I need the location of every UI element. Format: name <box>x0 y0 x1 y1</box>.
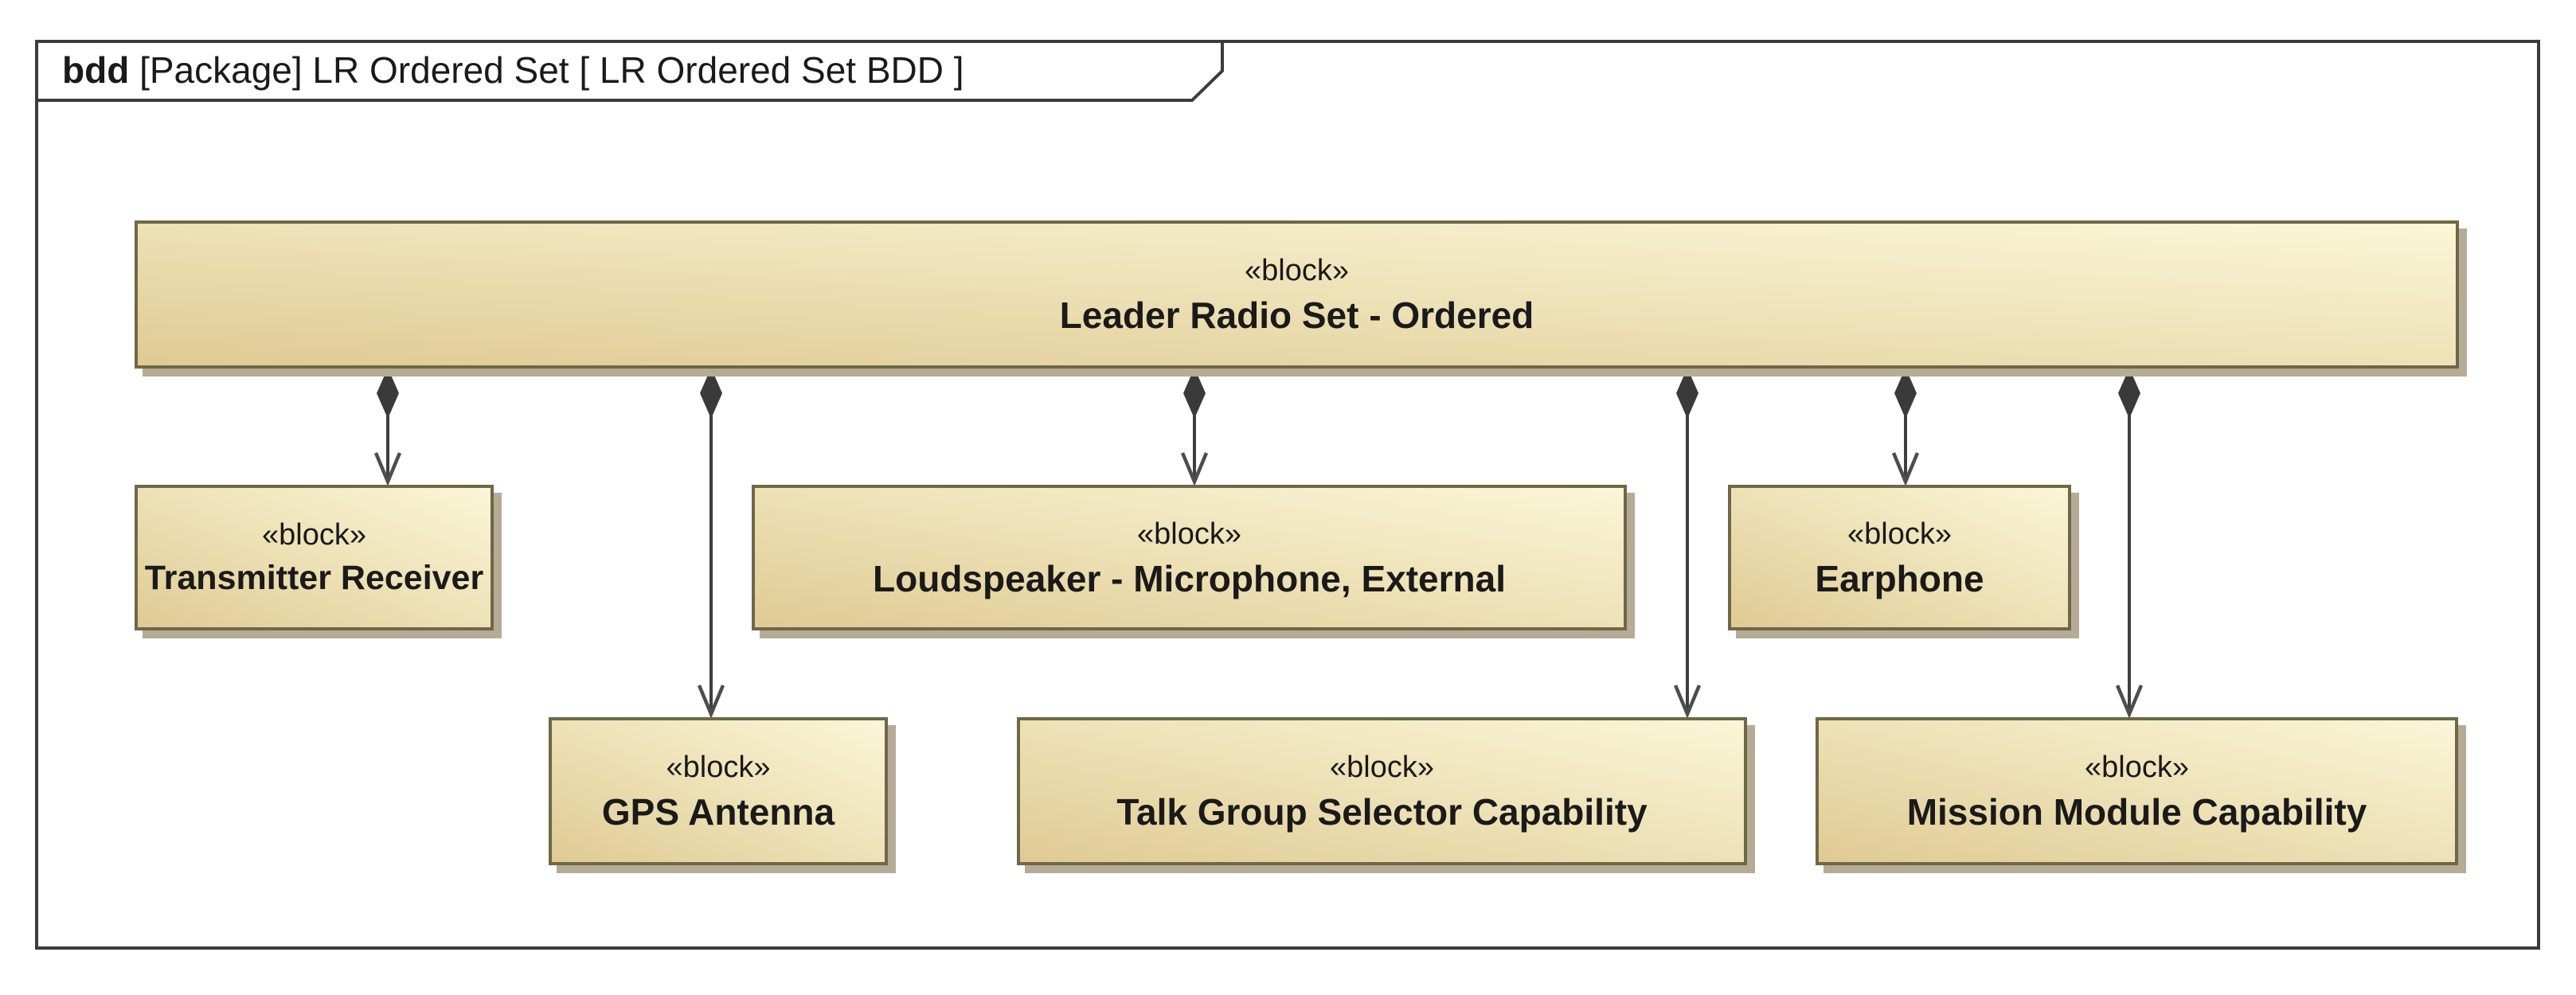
block-stereotype: «block» <box>666 751 771 784</box>
block-stereotype: «block» <box>1330 751 1434 784</box>
composition-connector-talk-group[interactable] <box>1670 367 1705 719</box>
block-transmitter-receiver[interactable]: «block» Transmitter Receiver <box>135 485 494 630</box>
block-name: Earphone <box>1815 557 1984 599</box>
block-earphone[interactable]: «block» Earphone <box>1728 485 2071 630</box>
composition-diamond-icon <box>377 368 399 419</box>
block-leader-radio-set-ordered[interactable]: «block» Leader Radio Set - Ordered <box>135 220 2459 369</box>
frame-tab-shape <box>35 40 1224 102</box>
composition-diamond-icon <box>1894 368 1917 419</box>
block-stereotype: «block» <box>2085 751 2189 784</box>
block-name: Leader Radio Set - Ordered <box>1059 295 1534 336</box>
open-arrowhead-icon <box>1673 685 1702 719</box>
composition-diamond-icon <box>2118 368 2140 419</box>
composition-connector-mission-module[interactable] <box>2112 367 2147 719</box>
open-arrowhead-icon <box>697 685 725 719</box>
block-talk-group-selector-capability[interactable]: «block» Talk Group Selector Capability <box>1017 717 1747 865</box>
block-name: GPS Antenna <box>601 791 835 833</box>
diagram-title-text: [Package] LR Ordered Set [ LR Ordered Se… <box>129 49 964 91</box>
block-mission-module-capability[interactable]: «block» Mission Module Capability <box>1816 717 2458 865</box>
block-name: Mission Module Capability <box>1906 791 2367 833</box>
diagram-kind-keyword: bdd <box>62 49 130 91</box>
block-name: Transmitter Receiver <box>144 559 484 597</box>
block-stereotype: «block» <box>1137 517 1241 551</box>
block-stereotype: «block» <box>1245 254 1349 287</box>
block-loudspeaker-microphone-external[interactable]: «block» Loudspeaker - Microphone, Extern… <box>752 485 1627 630</box>
composition-diamond-icon <box>700 368 722 419</box>
composition-connector-transmitter-receiver[interactable] <box>370 367 405 486</box>
open-arrowhead-icon <box>373 452 402 486</box>
composition-connector-loudspeaker[interactable] <box>1177 367 1212 486</box>
composition-connector-earphone[interactable] <box>1888 367 1923 486</box>
frame-title-tab <box>35 40 1224 102</box>
block-stereotype: «block» <box>1847 517 1952 551</box>
block-stereotype: «block» <box>262 518 366 552</box>
block-name: Loudspeaker - Microphone, External <box>873 557 1506 599</box>
composition-diamond-icon <box>1676 368 1698 419</box>
composition-diamond-icon <box>1183 368 1206 419</box>
block-name: Talk Group Selector Capability <box>1116 791 1648 833</box>
block-gps-antenna[interactable]: «block» GPS Antenna <box>549 717 888 865</box>
composition-connector-gps-antenna[interactable] <box>694 367 729 719</box>
open-arrowhead-icon <box>1180 452 1209 486</box>
open-arrowhead-icon <box>2115 685 2144 719</box>
open-arrowhead-icon <box>1891 452 1920 486</box>
diagram-title: bdd [Package] LR Ordered Set [ LR Ordere… <box>62 41 964 99</box>
